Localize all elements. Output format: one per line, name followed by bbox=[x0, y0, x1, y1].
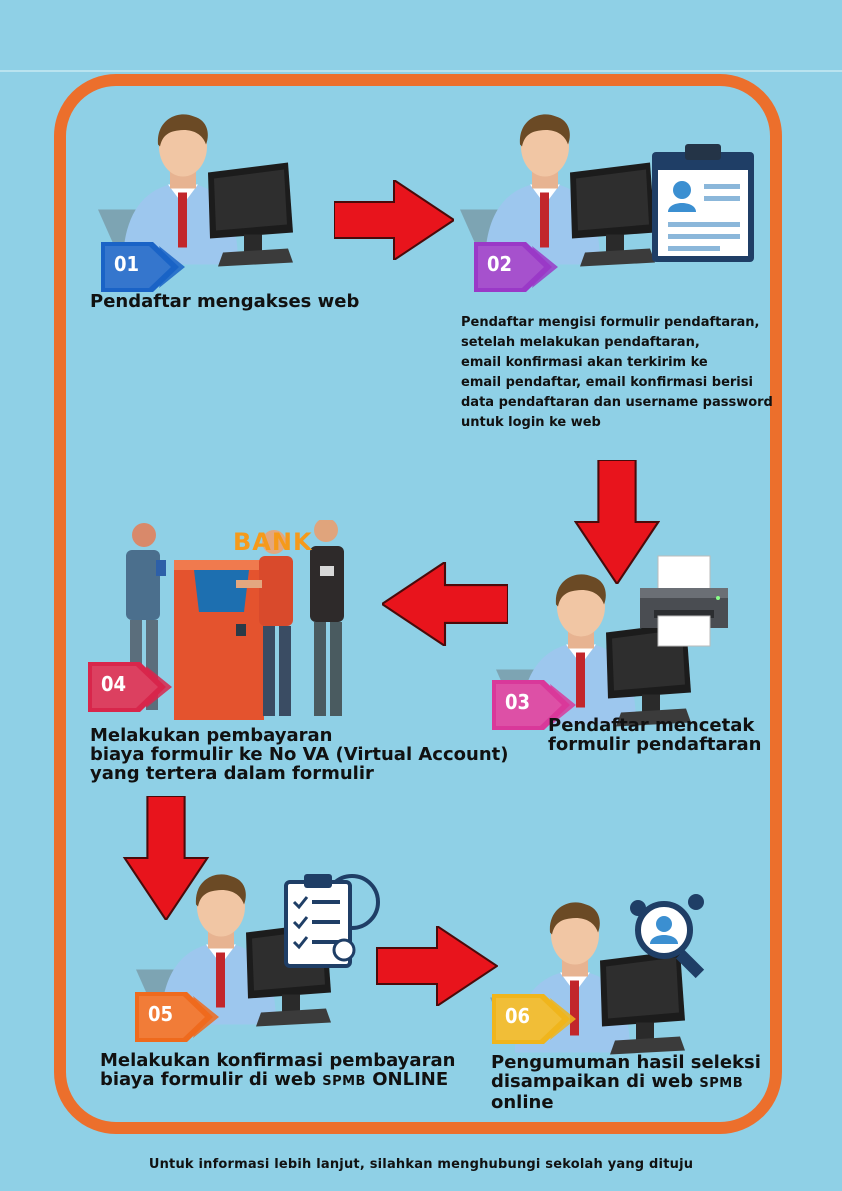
step-05-line-text: biaya formulir di web bbox=[100, 1069, 323, 1090]
online-label: ONLINE bbox=[365, 1069, 449, 1090]
arrow-left-3-to-4 bbox=[382, 562, 508, 646]
step-06-caption: Pengumuman hasil seleksi disampaikan di … bbox=[491, 1053, 761, 1112]
search-user-icon bbox=[630, 894, 705, 979]
step-05-line: Melakukan konfirmasi pembayaran bbox=[100, 1050, 456, 1071]
step-02-line: data pendaftaran dan username password bbox=[461, 395, 773, 410]
step-02-caption: Pendaftar mengisi formulir pendaftaran, … bbox=[461, 313, 773, 433]
step-04-caption: Melakukan pembayaran biaya formulir ke N… bbox=[90, 726, 508, 783]
arrow-right-5-to-6 bbox=[376, 926, 498, 1006]
step-06-number: 06 bbox=[505, 1004, 531, 1028]
step-05-number: 05 bbox=[148, 1002, 174, 1026]
step-04-line: Melakukan pembayaran bbox=[90, 725, 333, 746]
step-02-line: Pendaftar mengisi formulir pendaftaran, bbox=[461, 315, 760, 330]
step-04-badge: 04 bbox=[88, 656, 178, 718]
step-02-line: setelah melakukan pendaftaran, bbox=[461, 335, 700, 350]
registration-form-icon bbox=[652, 144, 754, 262]
spmb-label: SPMB bbox=[322, 1074, 366, 1089]
spmb-label: SPMB bbox=[699, 1076, 744, 1091]
arrow-right-1-to-2 bbox=[334, 180, 454, 260]
bank-label: BANK bbox=[233, 528, 313, 556]
step-02-line: email pendaftar, email konfirmasi berisi bbox=[461, 375, 753, 390]
step-03-badge: 03 bbox=[492, 674, 582, 736]
step-03-number: 03 bbox=[505, 690, 531, 714]
step-04-line: biaya formulir ke No VA (Virtual Account… bbox=[90, 744, 509, 765]
step-05-caption: Melakukan konfirmasi pembayaran biaya fo… bbox=[100, 1051, 455, 1091]
step-03-line: Pendaftar mencetak bbox=[548, 715, 755, 736]
step-04-number: 04 bbox=[101, 672, 127, 696]
step-03-line: formulir pendaftaran bbox=[548, 734, 762, 755]
step-04-line: yang tertera dalam formulir bbox=[90, 763, 374, 784]
step-02-line: email konfirmasi akan terkirim ke bbox=[461, 355, 708, 370]
step-06-line: online bbox=[491, 1092, 554, 1113]
top-divider bbox=[0, 70, 842, 72]
step-06-line: Pengumuman hasil seleksi bbox=[491, 1052, 761, 1073]
step-06-line: disampaikan di web SPMB bbox=[491, 1072, 761, 1093]
step-01-badge: 01 bbox=[101, 236, 191, 298]
step-01-caption: Pendaftar mengakses web bbox=[90, 291, 360, 312]
printer-icon bbox=[640, 555, 728, 647]
step-03-caption: Pendaftar mencetak formulir pendaftaran bbox=[548, 716, 762, 754]
bank-payment-illustration bbox=[126, 520, 344, 720]
step-01-number: 01 bbox=[114, 252, 140, 276]
checklist-confirmation-icon bbox=[284, 874, 380, 968]
step-05-line: biaya formulir di web SPMB ONLINE bbox=[100, 1070, 455, 1091]
step-05-badge: 05 bbox=[135, 986, 225, 1048]
step-06-badge: 06 bbox=[492, 988, 582, 1050]
step-02-line: untuk login ke web bbox=[461, 415, 601, 430]
step-02-number: 02 bbox=[487, 252, 513, 276]
step-02-badge: 02 bbox=[474, 236, 564, 298]
step-06-line-text: disampaikan di web bbox=[491, 1071, 700, 1092]
footer-note: Untuk informasi lebih lanjut, silahkan m… bbox=[148, 1157, 694, 1172]
